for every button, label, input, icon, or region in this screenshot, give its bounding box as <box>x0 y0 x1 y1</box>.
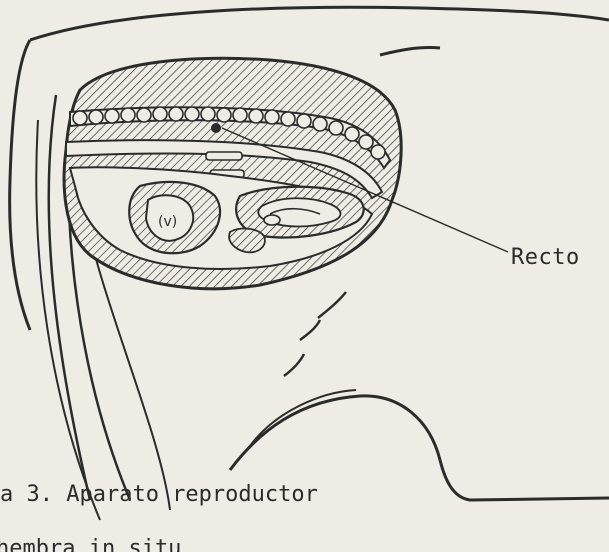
body-outline <box>30 7 609 40</box>
vagina-mark: (v) <box>158 214 177 230</box>
figure-caption-second-line: hembra in situ <box>0 514 236 552</box>
rectum-lumen <box>211 123 221 133</box>
back-contour <box>380 47 440 55</box>
body-left-edge <box>10 40 30 330</box>
recto-label: Recto <box>511 245 580 270</box>
small-structure-1 <box>206 152 242 160</box>
flank-stroke-1 <box>318 292 346 318</box>
figure-caption: a 3. Aparato reproductor <box>0 478 318 512</box>
ovary-1 <box>264 215 280 225</box>
flank-stroke-2 <box>300 320 320 340</box>
figure-caption-line2: hembra in situ <box>0 532 236 552</box>
flank-stroke-3 <box>284 354 304 376</box>
